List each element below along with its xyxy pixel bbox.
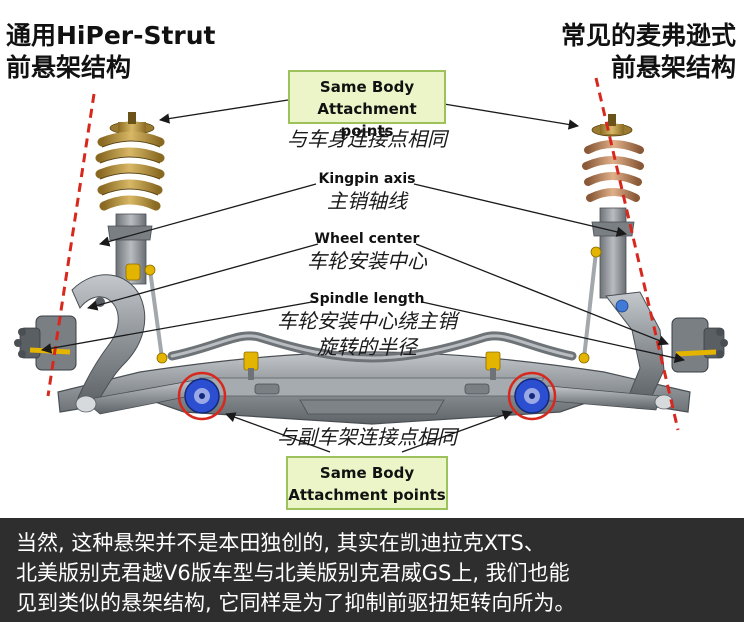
label-spindle-en: Spindle length — [309, 291, 425, 307]
label-wheel-center-en: Wheel center — [314, 231, 420, 247]
left-bushing — [177, 371, 227, 421]
leader-lines — [40, 99, 686, 453]
left-kingpin-axis — [46, 93, 96, 397]
leader-top-left — [158, 99, 289, 124]
title-left-line2: 前悬架结构 — [6, 53, 132, 82]
leader-kingpin-right — [413, 183, 628, 237]
label-spindle-cn-line1: 车轮安装中心绕主销 — [277, 309, 457, 333]
caption-line-1: 当然, 这种悬架并不是本田独创的, 其实在凯迪拉克XTS、 — [16, 531, 545, 555]
label-spindle-cn-line2: 旋转的半径 — [317, 335, 417, 359]
right-macpherson — [539, 114, 728, 411]
left-hiperstrut — [14, 112, 211, 415]
callout-spindle-length: Spindle length 车轮安装中心绕主销 旋转的半径 — [248, 290, 486, 360]
label-kingpin-en: Kingpin axis — [318, 171, 416, 187]
leader-bottom-left — [225, 412, 331, 453]
title-right-line2: 前悬架结构 — [610, 53, 736, 82]
right-kingpin-axis — [594, 77, 680, 431]
title-macpherson: 常见的麦弗逊式 前悬架结构 — [561, 20, 736, 84]
leader-top-right — [443, 103, 580, 130]
title-hiperstrut: 通用HiPer-Strut 前悬架结构 — [6, 20, 216, 84]
caption-panel: 当然, 这种悬架并不是本田独创的, 其实在凯迪拉克XTS、 北美版别克君越V6版… — [0, 518, 744, 622]
right-bushing — [507, 371, 557, 421]
label-box-bottom: Same Body Attachment points — [286, 456, 448, 510]
label-box-top: Same Body Attachment points — [288, 70, 446, 140]
callout-kingpin: Kingpin axis 主销轴线 — [290, 170, 444, 214]
callout-subframe-attachment: 与副车架连接点相同 — [256, 424, 478, 450]
label-box-bottom-line2: Attachment points — [288, 486, 446, 504]
caption-line-3: 见到类似的悬架结构, 它同样是为了抑制前驱扭矩转向所为。 — [16, 591, 576, 615]
label-box-bottom-line1: Same Body — [319, 464, 415, 482]
leader-wheel-left — [86, 243, 319, 311]
callout-wheel-center: Wheel center 车轮安装中心 — [284, 230, 450, 274]
leader-bottom-right — [401, 410, 513, 453]
callout-body-attachment: 与车身连接点相同 — [258, 126, 476, 152]
title-right-line1: 常见的麦弗逊式 — [560, 21, 736, 50]
label-wheel-center-cn: 车轮安装中心 — [307, 249, 427, 273]
label-box-top-line1: Same Body — [319, 78, 415, 96]
caption-line-2: 北美版别克君越V6版车型与北美版别克君威GS上, 我们也能 — [16, 561, 570, 585]
leader-spindle-left — [40, 301, 313, 354]
label-kingpin-cn: 主销轴线 — [327, 189, 407, 213]
label-subframe-cn: 与副车架连接点相同 — [277, 425, 457, 449]
title-left-line1: 通用HiPer-Strut — [6, 21, 216, 50]
stabilizer-bar — [167, 331, 577, 380]
leader-kingpin-left — [98, 183, 317, 247]
label-box-top-line2: Attachment points — [317, 100, 417, 140]
leader-wheel-right — [415, 243, 669, 346]
label-body-attachment-cn: 与车身连接点相同 — [287, 127, 447, 151]
leader-spindle-right — [421, 301, 686, 364]
